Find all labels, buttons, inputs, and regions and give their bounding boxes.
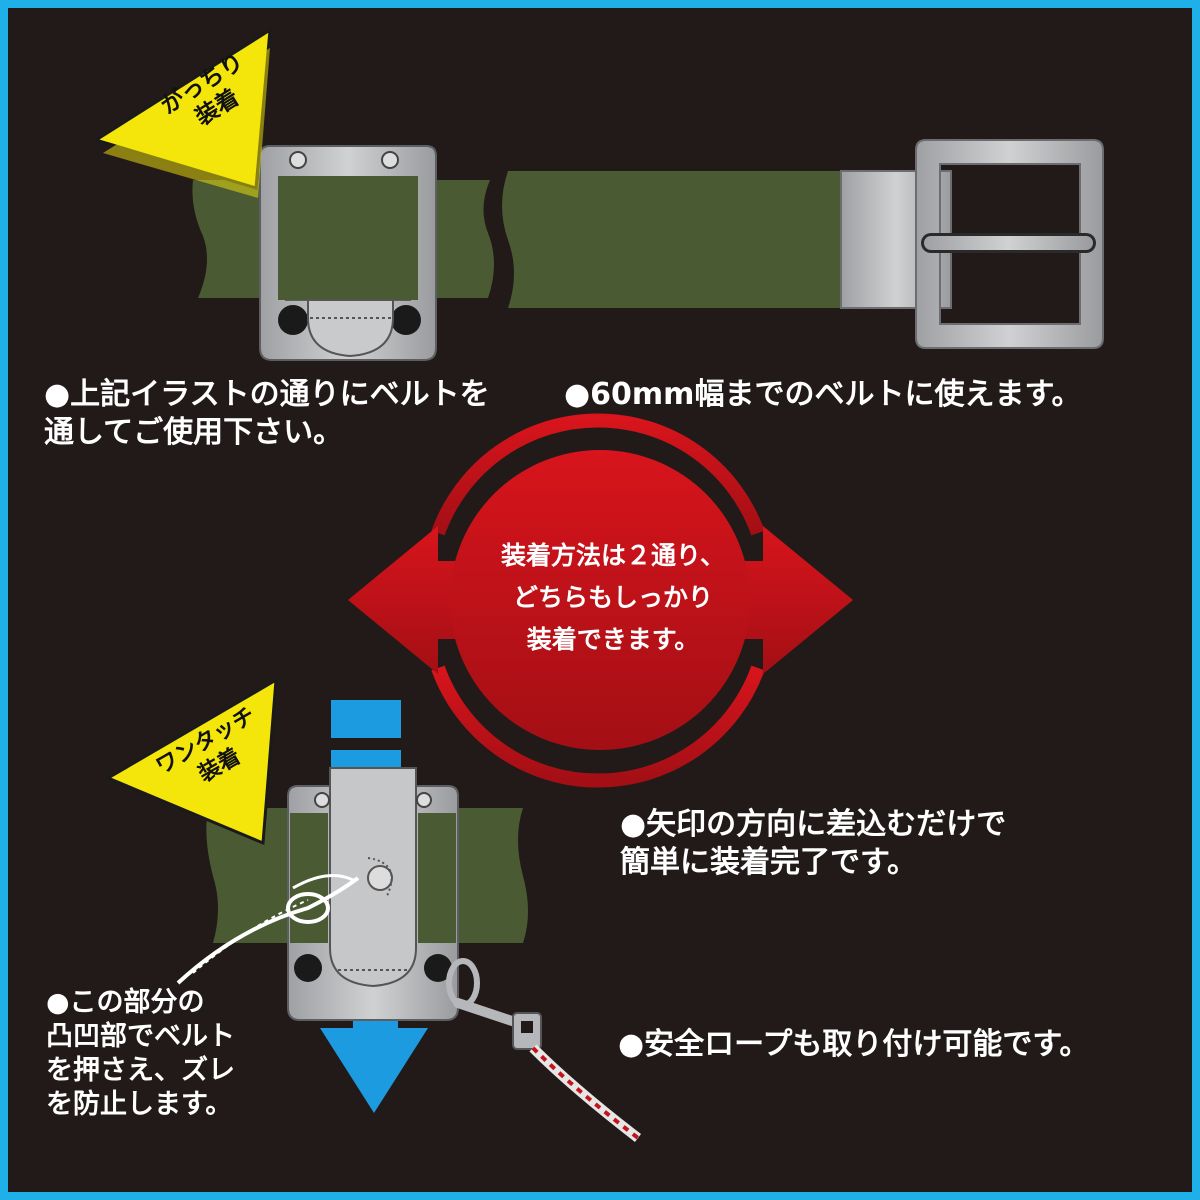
- caption-arrow-insert-line2: 簡単に装着完了です。: [620, 845, 917, 880]
- bottom-holder: [287, 767, 459, 1021]
- caption-bump-line2: 凸凹部でベルト: [46, 1021, 235, 1052]
- center-line1: 装着方法は２通り、: [500, 541, 725, 570]
- center-emblem: [348, 413, 853, 788]
- caption-belt-pass-line2: 通してご使用下さい。: [44, 415, 344, 450]
- belt-buckle: [840, 139, 1104, 349]
- caption-arrow-insert-line1: ●矢印の方向に差込むだけで: [620, 807, 1007, 842]
- caption-bump-line3: を押さえ、ズレ: [46, 1055, 235, 1086]
- safety-rope: [446, 958, 642, 1142]
- center-line3: 装着できます。: [526, 625, 700, 654]
- center-message: 装着方法は２通り、 どちらもしっかり 装着できます。: [413, 535, 813, 661]
- top-holder: [259, 145, 437, 361]
- center-line2: どちらもしっかり: [512, 583, 713, 612]
- caption-belt-pass: ●上記イラストの通りにベルトを 通してご使用下さい。: [44, 376, 490, 452]
- caption-bump-line4: を防止します。: [46, 1089, 233, 1120]
- caption-arrow-insert: ●矢印の方向に差込むだけで 簡単に装着完了です。: [620, 806, 1006, 882]
- badge-bottom: [104, 677, 278, 846]
- illustration-graphics: [92, 27, 1104, 1142]
- caption-bump: ●この部分の 凸凹部でベルト を押さえ、ズレ を防止します。: [46, 986, 235, 1122]
- caption-rope-note: ●安全ロープも取り付け可能です。: [618, 1027, 1090, 1062]
- caption-width-note: ●60mm幅までのベルトに使えます。: [564, 377, 1082, 412]
- product-illustration-panel: がっちり 装着 ワンタッチ 装着 ●上記イラストの通りにベルトを 通してご使用下…: [8, 8, 1192, 1192]
- bump-pointer-scribble: [176, 874, 360, 985]
- badge-top: [92, 27, 272, 198]
- caption-belt-pass-line1: ●上記イラストの通りにベルトを: [44, 377, 490, 412]
- caption-bump-line1: ●この部分の: [46, 987, 205, 1018]
